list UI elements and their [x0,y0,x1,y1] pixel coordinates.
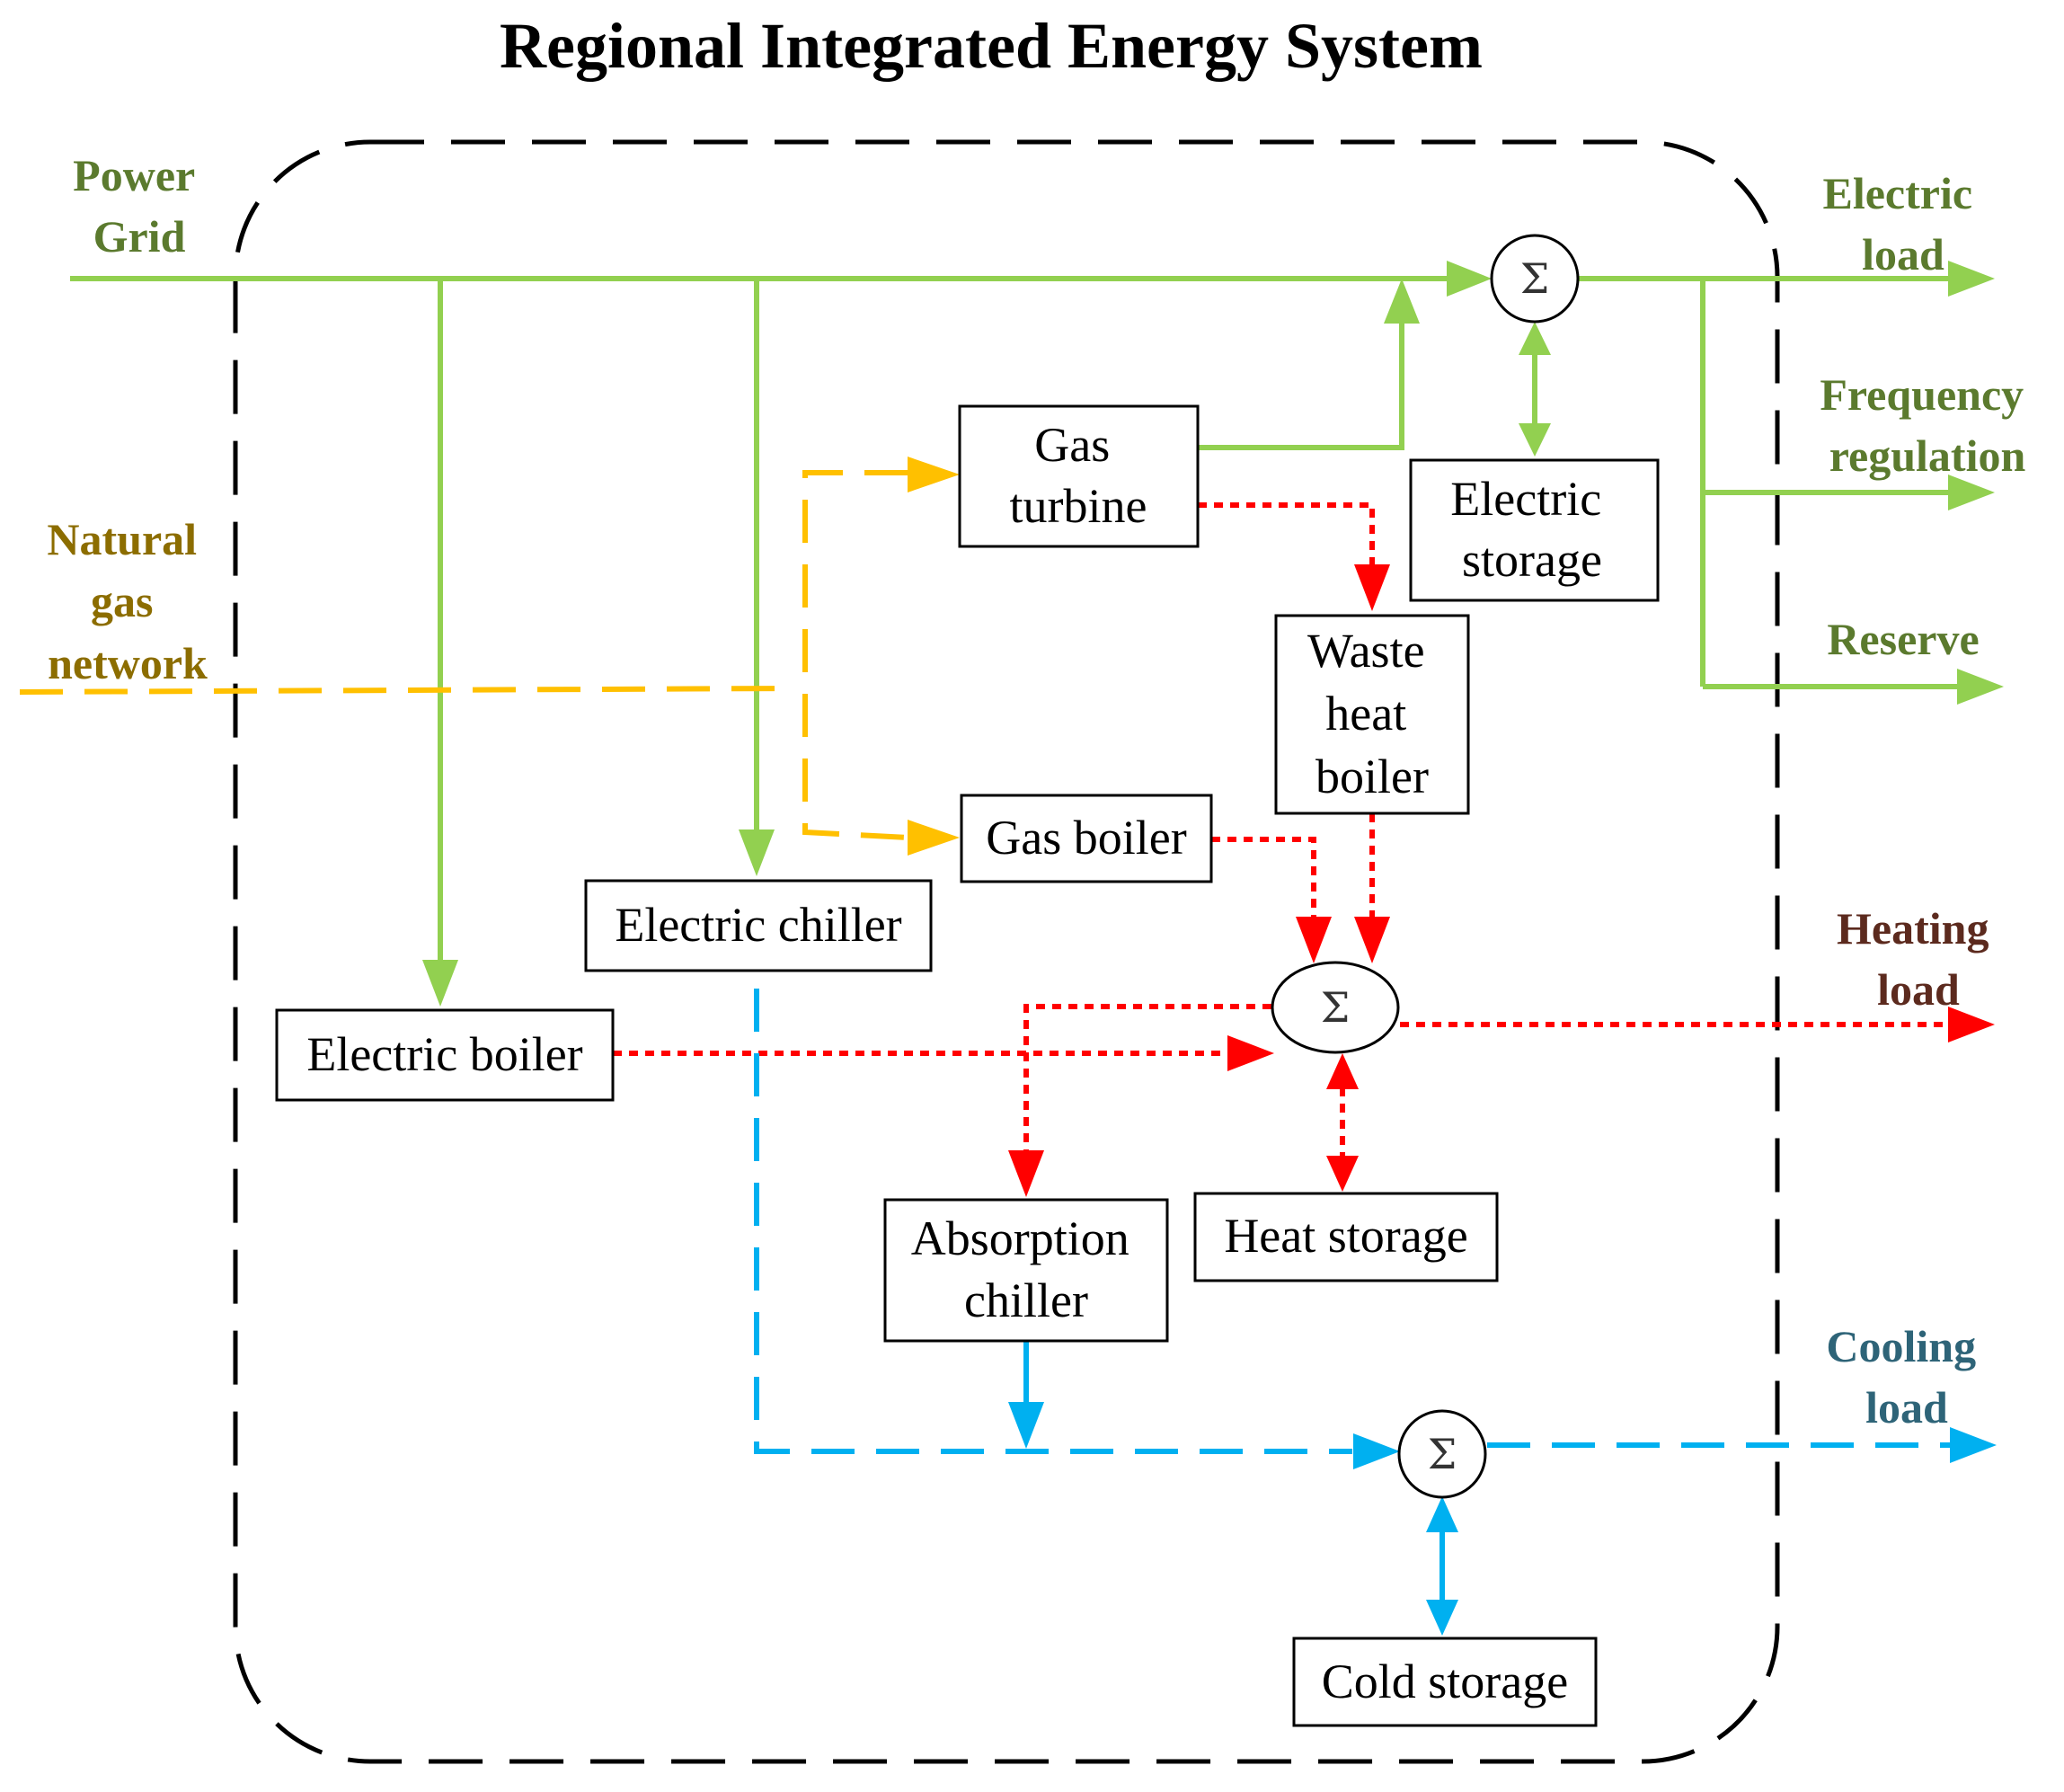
arrow-heat-storage-up [1326,1053,1359,1089]
power-grid-label-line1: Power [73,150,195,200]
cooling-load-label-line2: load [1865,1382,1948,1433]
gas-turbine-label-line1: Gas [1034,418,1110,472]
heat-storage-box: Heat storage [1193,1192,1499,1282]
gas-arrowheads [908,457,960,856]
arrow-absorption-chiller-out [1008,1402,1044,1449]
electric-boiler-box: Electric boiler [275,1008,615,1102]
arrow-reserve [1957,669,2004,705]
svg-text:Heating load: Heating load [1837,903,2000,1015]
electric-chiller-label: Electric chiller [615,898,901,952]
arrow-electric-boiler-down [422,960,458,1007]
electric-flows [70,276,1959,960]
heating-load-label-line1: Heating [1837,903,1989,954]
heat-storage-label: Heat storage [1224,1209,1467,1263]
arrow-cold-storage-down [1426,1600,1458,1636]
waste-heat-boiler-label-line1: Waste [1307,624,1425,678]
diagram-title: Regional Integrated Energy System [500,10,1483,82]
electric-chiller-box: Electric chiller [584,879,933,972]
absorption-chiller-label-line1: Absorption [911,1211,1129,1265]
arrow-electric-boiler-heat [1227,1035,1274,1071]
heating-load-label-line2: load [1877,964,1960,1015]
arrow-gas-turbine [908,457,960,492]
gas-to-turbine-line [802,470,908,840]
heat-sum-symbol: Σ [1321,983,1351,1032]
gas-network-trunk-line [19,686,790,695]
natural-gas-label-line1: Natural [47,514,197,564]
cooling-load-label-line1: Cooling [1826,1321,1976,1371]
arrow-electric-chiller-down [739,829,775,876]
electric-arrowheads [422,261,2004,1007]
waste-heat-boiler-label-line3: boiler [1315,750,1429,803]
arrow-gas-turbine-up [1384,279,1420,324]
svg-text:Cooling load: Cooling load [1826,1321,1987,1433]
frequency-regulation-label-line1: Frequency [1820,369,2024,420]
gas-boiler-box: Gas boiler [960,794,1213,883]
natural-gas-label-line2: gas [91,576,153,626]
sum-to-absorption-line [1023,1004,1271,1150]
arrow-electric-load [1948,261,1995,297]
waste-heat-boiler-label-line2: heat [1325,687,1406,741]
electric-sum-symbol: Σ [1520,254,1550,303]
electric-load-label-line2: load [1862,229,1944,279]
heat-sum-node: Σ [1271,961,1400,1054]
arrow-cooling-load [1950,1427,1997,1463]
svg-text:Electric storage: Electric storage [1450,472,1613,587]
svg-text:Electric load: Electric load [1822,168,1983,279]
absorption-chiller-label-line2: chiller [964,1273,1088,1327]
arrow-into-electric-sum [1447,261,1492,297]
svg-text:Absorption chiller: Absorption chiller [911,1211,1142,1327]
system-boundary [233,139,1780,1764]
arrow-gas-boiler-heat [1296,917,1332,963]
power-grid-label-line2: Grid [93,211,186,262]
electric-storage-box: Electric storage [1409,458,1660,602]
arrow-waste-heat-out [1354,917,1390,963]
arrow-gas-boiler [908,820,960,856]
cooling-solid-flows [1023,1341,1445,1600]
heat-flows [613,502,1959,1159]
natural-gas-label-line3: network [48,638,208,688]
electric-load-label-line1: Electric [1822,168,1972,218]
arrow-heat-storage-down [1326,1156,1359,1192]
cold-storage-box: Cold storage [1292,1637,1598,1727]
waste-heat-boiler-box: Waste heat boiler [1274,614,1470,815]
arrow-electric-storage-up [1519,322,1551,355]
svg-text:Frequency regulation: Frequency regulation [1820,369,2034,481]
svg-text:Power Grid: Power Grid [73,150,206,262]
electric-storage-label-line2: storage [1462,533,1602,587]
cooling-flows [754,989,1950,1454]
svg-text:Natural gas network: Natural gas network [47,514,208,688]
gas-turbine-label-line2: turbine [1010,479,1147,533]
electric-sum-node: Σ [1490,234,1580,324]
arrow-frequency-regulation [1948,475,1995,510]
frequency-regulation-label-line2: regulation [1829,430,2026,481]
svg-text:Waste heat boiler: Waste heat boiler [1307,624,1437,803]
turbine-to-waste-heat-line [1198,502,1375,564]
reserve-label: Reserve [1827,614,1979,664]
arrow-waste-heat-boiler-in [1354,564,1390,611]
electric-boiler-label: Electric boiler [306,1027,582,1081]
gas-turbine-box: Gas turbine [958,404,1200,548]
arrow-cold-storage-up [1426,1496,1458,1532]
cooling-arrowheads [1008,1402,1997,1636]
svg-text:Gas turbine: Gas turbine [1010,418,1147,533]
cold-storage-label: Cold storage [1322,1654,1568,1708]
gas-boiler-to-sum-line [1211,837,1316,917]
electric-chiller-to-sum-line [754,989,1352,1454]
electric-storage-label-line1: Electric [1450,472,1601,526]
cooling-sum-node: Σ [1397,1409,1487,1499]
gas-boiler-label: Gas boiler [986,811,1186,865]
cooling-sum-symbol: Σ [1428,1430,1457,1478]
heat-arrowheads [1008,564,1995,1197]
gas-flows [19,470,908,840]
arrow-absorption-chiller-in [1008,1150,1044,1197]
gas-turbine-to-sum-line [1198,310,1404,450]
arrow-electric-storage-down [1519,423,1551,457]
absorption-chiller-box: Absorption chiller [883,1198,1169,1343]
arrow-into-cooling-sum [1353,1433,1400,1469]
arrow-heating-load [1948,1007,1995,1042]
